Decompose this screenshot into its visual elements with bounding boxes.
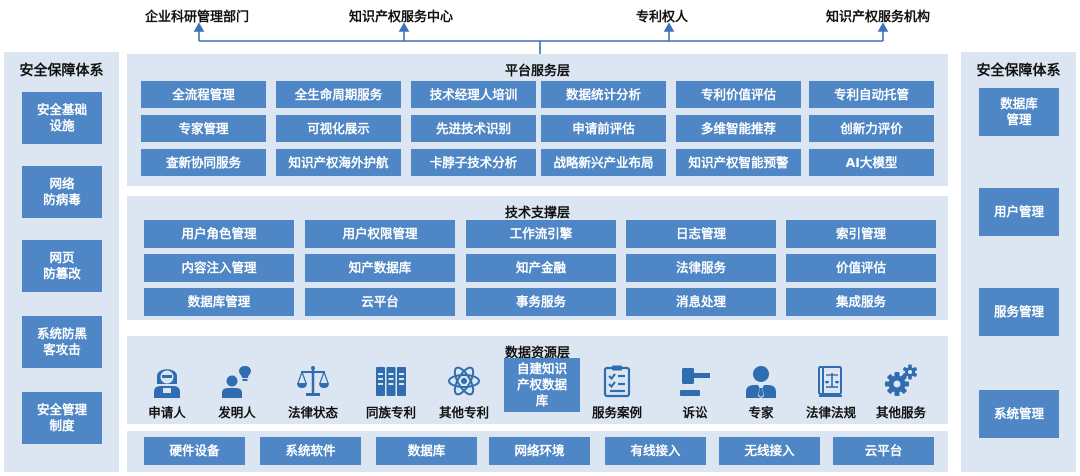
platform-service-box: 全流程管理 [141, 81, 266, 108]
tech-support-box: 知产数据库 [305, 254, 455, 282]
tech-support-box: 日志管理 [626, 220, 776, 248]
tech-support-box: 内容注入管理 [144, 254, 294, 282]
data-item-family-patents: 同族专利 [359, 364, 423, 421]
platform-service-box: 全生命周期服务 [276, 81, 401, 108]
tech-support-box: 集成服务 [786, 288, 936, 316]
tech-support-box: 云平台 [305, 288, 455, 316]
file-cabinet-icon [376, 367, 406, 396]
tech-support-box: 事务服务 [466, 288, 616, 316]
security-infrastructure-box: 安全基础 设施 [22, 92, 102, 144]
platform-service-box: 专利价值评估 [676, 81, 801, 108]
gavel-icon [680, 368, 710, 396]
user-management-box: 用户管理 [979, 188, 1059, 236]
platform-service-box: 数据统计分析 [541, 81, 666, 108]
data-item-other-patents: 其他专利 [432, 364, 496, 421]
platform-layer-title: 平台服务层 [504, 64, 570, 79]
left-security-panel: 安全保障体系 安全基础 设施 网络 防病毒 网页 防篡改 系统防黑 客攻击 安全… [4, 52, 119, 472]
tech-layer-title: 技术支撑层 [504, 206, 570, 221]
database-management-box: 数据库 管理 [979, 88, 1059, 136]
tech-support-box: 消息处理 [626, 288, 776, 316]
tech-support-box: 索引管理 [786, 220, 936, 248]
data-item-label: 法律状态 [287, 405, 338, 420]
stakeholder-label: 企业科研管理部门 [145, 10, 250, 25]
right-security-panel: 安全保障体系 数据库 管理 用户管理 服务管理 系统管理 [961, 52, 1076, 472]
scales-icon [297, 366, 329, 396]
data-item-applicant: 申请人 [141, 364, 193, 421]
checklist-icon [603, 365, 631, 398]
self-built-ip-database-box: 自建知识 产权数据 库 [504, 358, 580, 412]
data-item-label: 申请人 [148, 405, 186, 420]
data-item-expert: 专家 [735, 364, 787, 421]
data-item-label: 服务案例 [591, 405, 642, 420]
system-management-box: 系统管理 [979, 390, 1059, 438]
security-policy-box: 安全管理 制度 [22, 392, 102, 444]
service-management-box: 服务管理 [979, 288, 1059, 336]
platform-service-box: 知识产权海外护航 [276, 149, 401, 176]
tech-support-box: 用户角色管理 [144, 220, 294, 248]
tech-support-box: 数据库管理 [144, 288, 294, 316]
tech-support-layer: 技术支撑层 用户角色管理 用户权限管理 工作流引擎 日志管理 索引管理 内容注入… [127, 196, 948, 320]
data-resource-layer: 数据资源层 申请人 发明人 [127, 336, 948, 424]
stakeholder-label: 知识产权服务机构 [826, 10, 931, 25]
anti-hacker-box: 系统防黑 客攻击 [22, 316, 102, 368]
data-item-label: 法律法规 [805, 405, 856, 420]
tech-support-box: 用户权限管理 [305, 220, 455, 248]
data-item-label: 同族专利 [365, 405, 416, 420]
data-item-inventor: 发明人 [211, 364, 263, 421]
infrastructure-box: 网络环境 [489, 437, 590, 465]
left-panel-title: 安全保障体系 [19, 63, 104, 79]
data-item-litigation: 诉讼 [669, 364, 721, 421]
data-item-legal-status: 法律状态 [281, 364, 345, 421]
connector-lines [193, 22, 889, 54]
tech-support-box: 知产金融 [466, 254, 616, 282]
antivirus-box: 网络 防病毒 [22, 166, 102, 218]
platform-service-box: 专利自动托管 [809, 81, 934, 108]
data-item-label: 发明人 [218, 405, 256, 420]
infrastructure-box: 云平台 [833, 437, 934, 465]
tech-support-box: 工作流引擎 [466, 220, 616, 248]
infrastructure-box: 有线接入 [605, 437, 706, 465]
platform-service-layer: 平台服务层 全流程管理 全生命周期服务 技术经理人培训 数据统计分析 专利价值评… [127, 54, 948, 186]
platform-service-box: 卡脖子技术分析 [411, 149, 536, 176]
platform-service-box: 创新力评价 [809, 115, 934, 142]
data-item-label: 其他专利 [438, 405, 489, 420]
infrastructure-box: 数据库 [376, 437, 477, 465]
infrastructure-layer: 硬件设备 系统软件 数据库 网络环境 有线接入 无线接入 云平台 [127, 431, 948, 472]
platform-service-box: 知识产权智能预警 [676, 149, 801, 176]
inventor-icon [222, 366, 251, 398]
data-item-label: 专家 [748, 405, 774, 420]
stakeholder-label: 知识产权服务中心 [349, 10, 454, 25]
data-item-label: 其他服务 [875, 405, 926, 420]
gears-icon [885, 364, 918, 396]
law-book-icon [818, 366, 842, 397]
applicant-icon [154, 369, 180, 398]
tech-support-box: 法律服务 [626, 254, 776, 282]
data-item-other-services: 其他服务 [869, 364, 933, 421]
web-tamper-box: 网页 防篡改 [22, 240, 102, 292]
platform-service-box: 先进技术识别 [411, 115, 536, 142]
data-item-service-cases: 服务案例 [585, 364, 649, 421]
platform-service-box: 战略新兴产业布局 [541, 149, 666, 176]
infrastructure-box: 无线接入 [719, 437, 820, 465]
platform-service-box: AI大模型 [809, 149, 934, 176]
data-layer-title: 数据资源层 [504, 346, 570, 361]
platform-service-box: 技术经理人培训 [411, 81, 536, 108]
platform-service-box: 多维智能推荐 [676, 115, 801, 142]
tech-support-box: 价值评估 [786, 254, 936, 282]
platform-service-box: 查新协同服务 [141, 149, 266, 176]
right-panel-title: 安全保障体系 [976, 63, 1061, 79]
data-item-laws-regulations: 法律法规 [799, 364, 863, 421]
platform-service-box: 申请前评估 [541, 115, 666, 142]
stakeholder-label: 专利权人 [636, 10, 689, 25]
platform-service-box: 专家管理 [141, 115, 266, 142]
infrastructure-box: 硬件设备 [144, 437, 245, 465]
atom-icon [448, 366, 480, 396]
infrastructure-box: 系统软件 [260, 437, 361, 465]
data-item-label: 诉讼 [682, 405, 708, 420]
platform-service-box: 可视化展示 [276, 115, 401, 142]
expert-icon [746, 366, 776, 398]
